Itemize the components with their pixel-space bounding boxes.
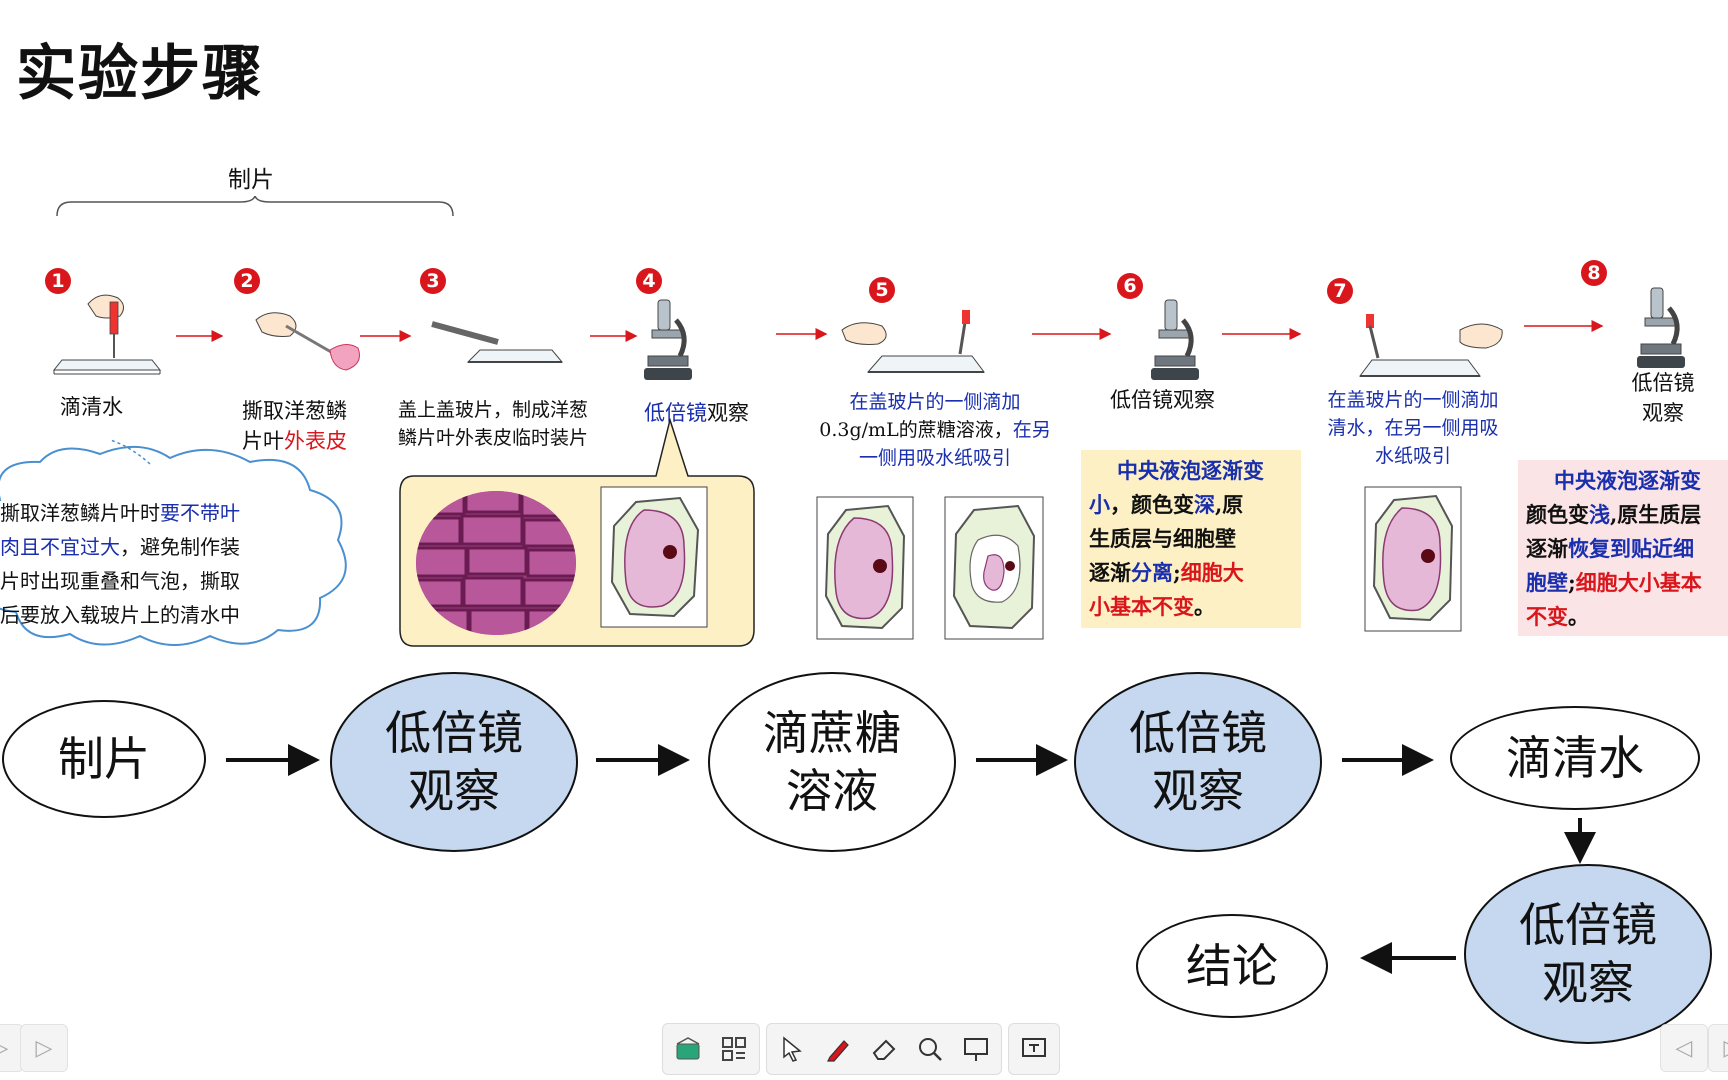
step-badge-2: 2	[234, 268, 260, 294]
cell-diagram-normal	[600, 486, 708, 628]
toolbar-group-present	[1008, 1023, 1060, 1075]
step2-label: 撕取洋葱鳞 片叶外表皮	[242, 399, 347, 453]
magnifier-button[interactable]	[913, 1032, 947, 1066]
step-badge-7: 7	[1327, 278, 1353, 304]
perfusion-illustration-7	[1359, 314, 1503, 377]
coverslip-illustration	[431, 321, 564, 363]
step-badge-5: 5	[869, 277, 895, 303]
present-button[interactable]	[1017, 1032, 1051, 1066]
toolbar-group-nav	[662, 1023, 760, 1075]
step7-label: 在盖玻片的一侧滴加 清水，在另一侧用吸 水纸吸引	[1327, 389, 1499, 467]
step6-label: 低倍镜观察	[1110, 388, 1215, 412]
step-badge-3: 3	[420, 268, 446, 294]
step8-label: 低倍镜 观察	[1631, 371, 1695, 425]
step-badge-6: 6	[1117, 273, 1143, 299]
microscope-illustration-4	[644, 299, 692, 380]
step-badge-1: 1	[45, 268, 71, 294]
presentation-toolbar	[662, 1023, 1060, 1075]
eraser-icon	[872, 1039, 896, 1060]
board-icon	[964, 1038, 988, 1061]
step5-label: 在盖玻片的一侧滴加 0.3g/mL的蔗糖溶液，在另 一侧用吸水纸吸引	[819, 391, 1051, 469]
flow-node-sucrose: 滴蔗糖溶液	[708, 672, 956, 852]
prev-page-icon: ◁	[1675, 1035, 1693, 1061]
grid-icon	[722, 1037, 746, 1061]
prev-page-icon: ▷	[0, 1036, 8, 1061]
step3-label: 盖上盖玻片，制成洋葱 鳞片叶外表皮临时装片	[398, 399, 589, 449]
next-page-icon: ▷	[35, 1035, 53, 1061]
step4-label: 低倍镜观察	[644, 401, 749, 425]
microscope-illustration-8	[1637, 287, 1685, 368]
step1-label: 滴清水	[60, 395, 123, 419]
result-box-8: 中央液泡逐渐变 颜色变浅,原生质层 逐渐恢复到贴近细 胞壁;细胞大小基本 不变。	[1518, 460, 1728, 636]
step-arrows	[176, 320, 1604, 342]
microscope-illustration-6	[1151, 299, 1199, 380]
envelope-button[interactable]	[671, 1032, 705, 1066]
cell-diagram-7	[1364, 486, 1462, 632]
pen-button[interactable]	[821, 1032, 855, 1066]
dropper-slide-illustration	[52, 294, 162, 375]
pointer-button[interactable]	[775, 1032, 809, 1066]
flow-node-conclusion: 结论	[1136, 914, 1328, 1018]
next-page-icon: ▷	[1724, 1036, 1728, 1061]
toolbar-group-tools	[766, 1023, 1002, 1075]
flow-node-observe-3: 低倍镜观察	[1464, 864, 1712, 1044]
board-button[interactable]	[959, 1032, 993, 1066]
flow-node-observe-2: 低倍镜观察	[1074, 672, 1322, 852]
cloud-note: 撕取洋葱鳞片叶时要不带叶 肉且不宜过大，避免制作装 片时出现重叠和气泡，撕取 后…	[0, 501, 240, 627]
bracket	[56, 196, 454, 217]
flow-node-prepare: 制片	[2, 700, 206, 818]
pointer-icon	[783, 1036, 802, 1062]
present-icon	[1022, 1038, 1046, 1057]
step-badge-8: 8	[1581, 260, 1607, 286]
cell-diagram-5	[816, 496, 914, 640]
result-box-6: 中央液泡逐渐变 小，颜色变深,原 生质层与细胞壁 逐渐分离;细胞大 小基本不变。	[1081, 450, 1301, 628]
magnifier-icon	[919, 1038, 942, 1061]
next-page-button-left[interactable]: ▷	[20, 1024, 68, 1072]
prev-page-button-right[interactable]: ◁	[1660, 1024, 1708, 1072]
pen-icon	[827, 1040, 849, 1062]
bracket-label: 制片	[228, 167, 274, 193]
page-title: 实验步骤	[16, 39, 264, 109]
cell-diagram-plasmolysis	[944, 496, 1044, 640]
perfusion-illustration-5	[841, 310, 985, 373]
next-page-button-right[interactable]: ▷	[1708, 1024, 1728, 1072]
flow-node-water: 滴清水	[1450, 706, 1700, 810]
eraser-button[interactable]	[867, 1032, 901, 1066]
onion-cells-micrograph	[416, 491, 576, 635]
step-badge-4: 4	[636, 268, 662, 294]
cloud-callout	[0, 440, 347, 646]
grid-button[interactable]	[717, 1032, 751, 1066]
envelope-icon	[676, 1037, 700, 1060]
flow-node-observe-1: 低倍镜观察	[330, 672, 578, 852]
forceps-illustration	[255, 312, 360, 371]
